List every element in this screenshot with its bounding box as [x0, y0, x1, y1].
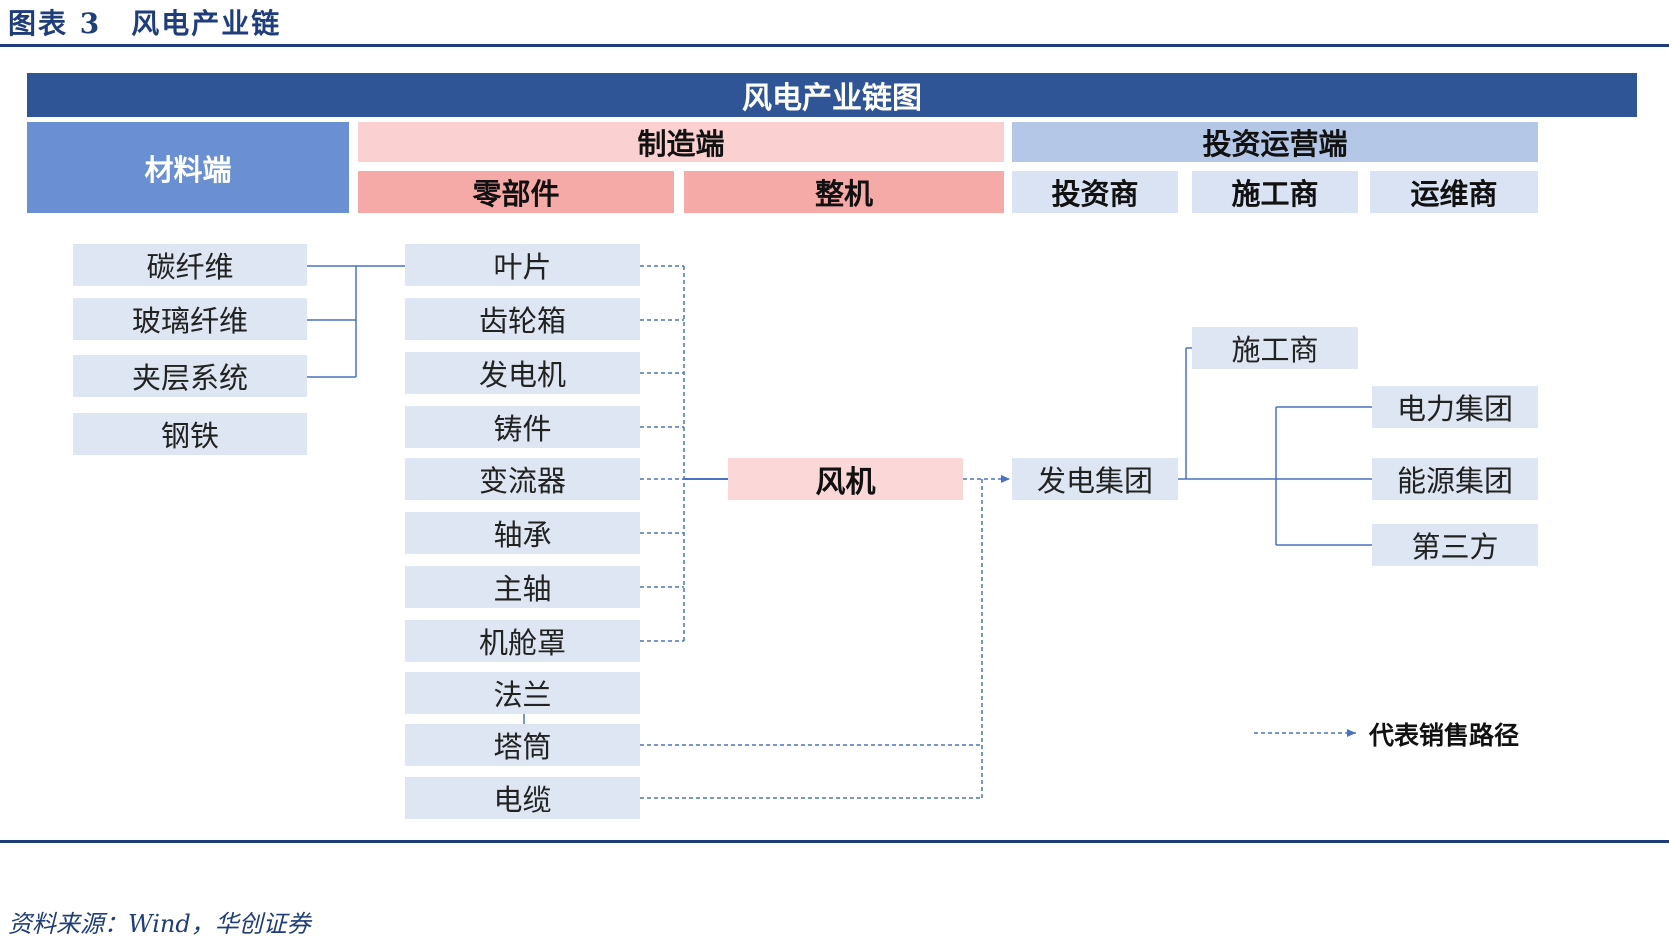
component-cable: 电缆 [405, 777, 640, 819]
header-investment: 投资运营端 [1012, 122, 1538, 162]
bottom-rule [0, 840, 1669, 843]
constructor-box: 施工商 [1192, 327, 1358, 369]
header-constructor: 施工商 [1192, 171, 1358, 213]
header-manufacturing: 制造端 [358, 122, 1004, 162]
component-bearing: 轴承 [405, 512, 640, 554]
component-gearbox: 齿轮箱 [405, 298, 640, 340]
header-whole-machine: 整机 [684, 171, 1004, 213]
material-sandwich-system: 夹层系统 [73, 355, 307, 397]
power-group-box: 发电集团 [1012, 458, 1178, 500]
buyer-power-group: 电力集团 [1372, 386, 1538, 428]
legend-label: 代表销售路径 [1369, 721, 1520, 750]
component-generator: 发电机 [405, 352, 640, 394]
figure-title: 图表 3 风电产业链 [8, 7, 282, 40]
material-steel: 钢铁 [73, 413, 307, 455]
component-nacelle-cover: 机舱罩 [405, 620, 640, 662]
top-rule [0, 44, 1669, 47]
buyer-energy-group: 能源集团 [1372, 458, 1538, 500]
header-investor: 投资商 [1012, 171, 1178, 213]
banner: 风电产业链图 [27, 73, 1637, 117]
material-glass-fiber: 玻璃纤维 [73, 298, 307, 340]
component-converter: 变流器 [405, 458, 640, 500]
source-note: 资料来源：Wind，华创证券 [8, 910, 311, 938]
header-materials: 材料端 [27, 122, 349, 213]
header-components: 零部件 [358, 171, 674, 213]
turbine-box: 风机 [728, 458, 963, 500]
component-flange: 法兰 [405, 672, 640, 714]
header-operator: 运维商 [1370, 171, 1538, 213]
component-main-shaft: 主轴 [405, 566, 640, 608]
material-carbon-fiber: 碳纤维 [73, 244, 307, 286]
component-tower: 塔筒 [405, 724, 640, 766]
buyer-third-party: 第三方 [1372, 524, 1538, 566]
component-blade: 叶片 [405, 244, 640, 286]
component-casting: 铸件 [405, 406, 640, 448]
